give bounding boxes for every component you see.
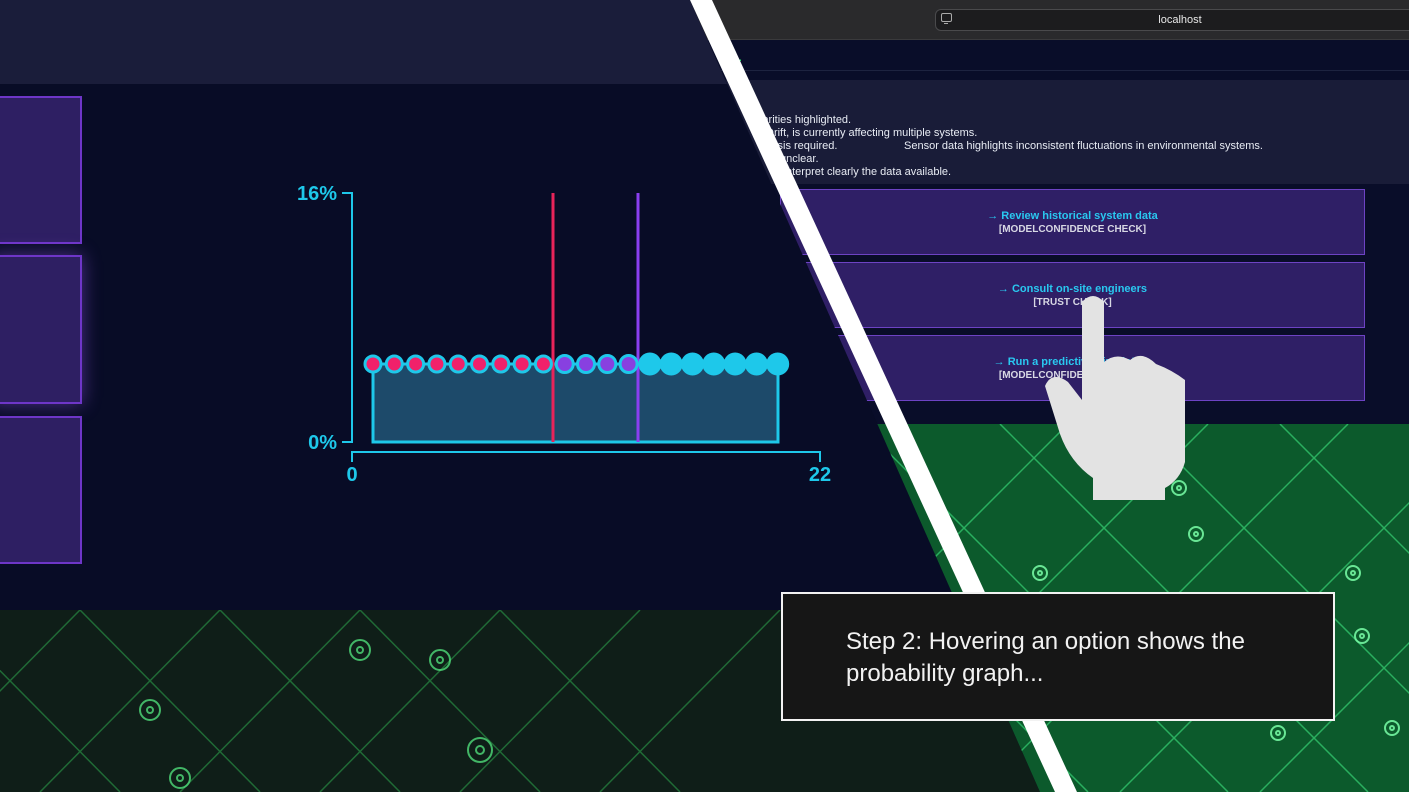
address-bar[interactable]: localhost — [935, 9, 1409, 31]
option-label: → Review historical system data — [987, 210, 1158, 222]
caption-box: Step 2: Hovering an option shows the pro… — [781, 592, 1335, 721]
graph-dot — [427, 354, 447, 374]
y-max-label: 16% — [297, 183, 337, 205]
option-tag: [TRUST CHECK] — [1033, 297, 1112, 308]
graph-dot — [406, 354, 426, 374]
graph-dot — [597, 354, 618, 374]
graph-area-fill — [371, 362, 780, 444]
analysis-line-4: unclear. — [780, 153, 819, 165]
option-tag: [MODELCONFIDENCE CHECK] — [998, 224, 1147, 235]
option-review-historical-data[interactable]: → Review historical system data [MODELCO… — [780, 189, 1365, 255]
nav-divider — [690, 70, 1409, 71]
analysis-line-5: nterpret clearly the data available. — [786, 166, 952, 178]
graph-dot — [512, 354, 532, 374]
analysis-line-3: ysis required. — [772, 140, 838, 152]
option-tag: [MODELCONFIDENCE CHECK] — [998, 370, 1147, 381]
zoomed-option-card-1[interactable] — [0, 96, 82, 244]
sensor-note: Sensor data highlights inconsistent fluc… — [904, 140, 1263, 152]
zoomed-option-card-2-hovered[interactable] — [0, 255, 82, 404]
graph-dot — [533, 354, 553, 374]
zoomed-option-card-3[interactable] — [0, 416, 82, 564]
analysis-panel — [690, 80, 1409, 184]
graph-dot — [766, 352, 790, 376]
graph-dot — [384, 354, 404, 374]
graph-dot — [554, 354, 575, 374]
graph-dot — [470, 354, 489, 374]
page-icon — [941, 13, 952, 24]
analysis-line-2: Drift, is currently affecting multiple s… — [766, 127, 978, 139]
graph-dot — [363, 354, 383, 374]
graph-dot — [576, 354, 596, 374]
x-min-label: 0 — [346, 464, 357, 486]
graph-dot — [618, 354, 639, 374]
browser-toolbar: localhost — [690, 0, 1409, 40]
option-label: → Consult on-site engineers — [997, 283, 1148, 295]
y-min-label: 0% — [308, 432, 337, 454]
url-text: localhost — [1158, 14, 1202, 26]
grid-pattern — [0, 609, 781, 792]
graph-dot — [491, 354, 511, 374]
x-max-label: 22 — [809, 464, 831, 486]
option-consult-engineers[interactable]: → Consult on-site engineers [TRUST CHECK… — [780, 262, 1365, 328]
pointing-hand-icon — [1045, 296, 1185, 500]
caption-text: Step 2: Hovering an option shows the pro… — [846, 628, 1245, 687]
graph-dot — [448, 354, 468, 374]
x-axis — [351, 451, 821, 462]
analysis-line-1: larities highlighted. — [760, 114, 852, 126]
y-axis — [342, 192, 353, 443]
